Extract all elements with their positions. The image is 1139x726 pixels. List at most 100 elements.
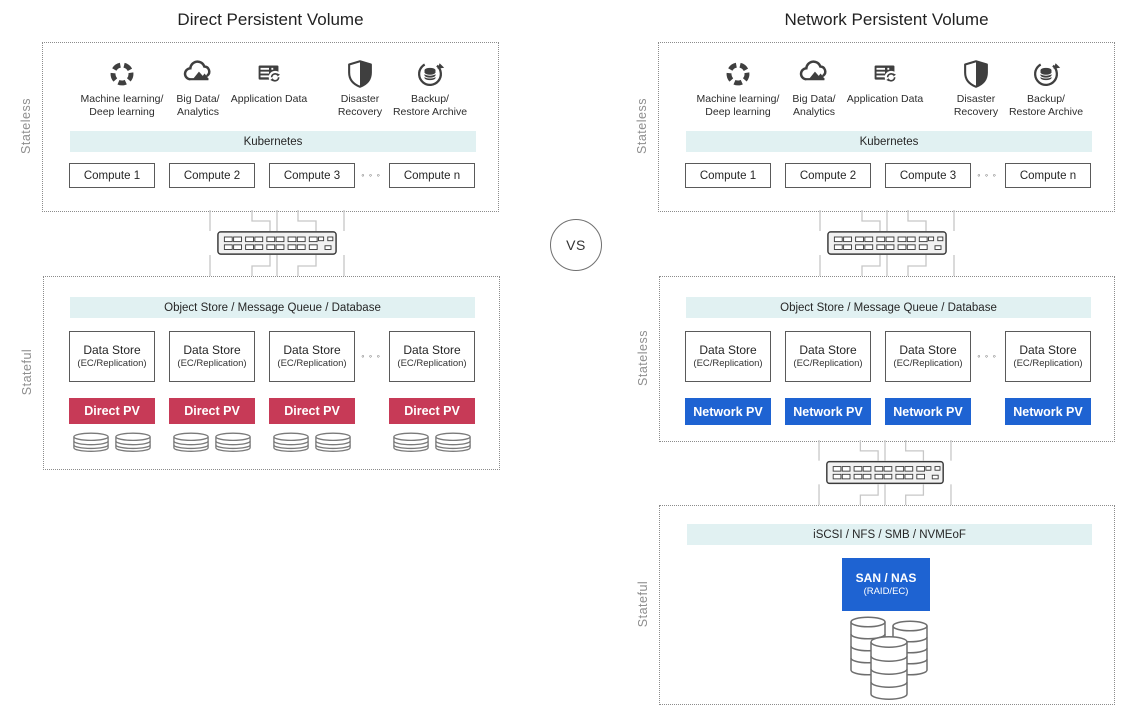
- ellipsis-dots: ◦ ◦ ◦: [361, 351, 381, 361]
- right-diagram-title: Network Persistent Volume: [784, 10, 989, 29]
- data-store-title: Data Store: [799, 342, 857, 357]
- disk-icon: [392, 431, 430, 453]
- database-stack-icon: [841, 612, 935, 706]
- right-stateful-label: Stateful: [636, 580, 650, 628]
- left-stateless-label: Stateless: [19, 98, 33, 154]
- san-nas-title: SAN / NAS: [855, 571, 917, 585]
- compute-node: Compute 1: [685, 163, 771, 188]
- san-nas-node: SAN / NAS (RAID/EC): [842, 558, 930, 611]
- direct-pv-chip: Direct PV: [389, 398, 475, 424]
- compute-node: Compute n: [389, 163, 475, 188]
- machine-learning-icon: [721, 57, 755, 91]
- disk-icon: [314, 431, 352, 453]
- workload-label: Application Data: [846, 93, 924, 105]
- san-nas-subtitle: (RAID/EC): [863, 586, 909, 597]
- workload-label: Machine learning/ Deep learning: [696, 93, 780, 118]
- protocol-bar: iSCSI / NFS / SMB / NVMEoF: [687, 524, 1092, 545]
- data-store-node: Data Store (EC/Replication): [685, 331, 771, 382]
- workload-machine-learning: Machine learning/ Deep learning: [683, 57, 793, 119]
- workload-label: Big Data/ Analytics: [176, 93, 220, 118]
- data-store-subtitle: (EC/Replication): [693, 357, 763, 369]
- workload-machine-learning: Machine learning/ Deep learning: [67, 57, 177, 119]
- data-store-subtitle: (EC/Replication): [277, 357, 347, 369]
- network-switch-icon: [812, 210, 962, 276]
- compute-node: Compute 2: [785, 163, 871, 188]
- workload-label: Disaster Recovery: [337, 93, 383, 118]
- application-data-icon: [252, 57, 286, 91]
- data-store-node: Data Store (EC/Replication): [269, 331, 355, 382]
- data-store-node: Data Store (EC/Replication): [885, 331, 971, 382]
- workload-disaster-recovery: Disaster Recovery: [921, 57, 1031, 119]
- left-diagram-title: Direct Persistent Volume: [177, 10, 364, 29]
- disk-icon: [214, 431, 252, 453]
- workload-disaster-recovery: Disaster Recovery: [305, 57, 415, 119]
- compute-node: Compute 2: [169, 163, 255, 188]
- workload-big-data: Big Data/ Analytics: [759, 57, 869, 119]
- data-store-title: Data Store: [403, 342, 461, 357]
- right-middle-stateless-label: Stateless: [636, 330, 650, 386]
- network-pv-chip: Network PV: [785, 398, 871, 425]
- data-store-title: Data Store: [283, 342, 341, 357]
- data-store-node: Data Store (EC/Replication): [785, 331, 871, 382]
- vs-badge: VS: [550, 219, 602, 271]
- data-store-node: Data Store (EC/Replication): [69, 331, 155, 382]
- data-store-subtitle: (EC/Replication): [177, 357, 247, 369]
- workload-label: Backup/ Restore Archive: [1008, 93, 1084, 118]
- workload-backup-restore: Backup/ Restore Archive: [991, 57, 1101, 119]
- data-store-subtitle: (EC/Replication): [1013, 357, 1083, 369]
- backup-restore-archive-icon: [413, 57, 447, 91]
- data-store-node: Data Store (EC/Replication): [389, 331, 475, 382]
- object-store-bar: Object Store / Message Queue / Database: [70, 297, 475, 318]
- left-stateful-label: Stateful: [20, 348, 34, 396]
- network-pv-chip: Network PV: [1005, 398, 1091, 425]
- compute-node: Compute 3: [885, 163, 971, 188]
- network-switch-icon: [202, 210, 352, 276]
- network-pv-chip: Network PV: [685, 398, 771, 425]
- disaster-recovery-icon: [959, 57, 993, 91]
- network-pv-chip: Network PV: [885, 398, 971, 425]
- workload-big-data: Big Data/ Analytics: [143, 57, 253, 119]
- compute-node: Compute n: [1005, 163, 1091, 188]
- workload-label: Machine learning/ Deep learning: [80, 93, 164, 118]
- big-data-analytics-icon: [181, 57, 215, 91]
- network-switch-icon: [810, 440, 960, 505]
- kubernetes-bar: Kubernetes: [70, 131, 476, 152]
- ellipsis-dots: ◦ ◦ ◦: [977, 351, 997, 361]
- workload-application-data: Application Data: [214, 57, 324, 106]
- data-store-title: Data Store: [699, 342, 757, 357]
- direct-pv-chip: Direct PV: [69, 398, 155, 424]
- workload-label: Application Data: [230, 93, 308, 105]
- compute-node: Compute 1: [69, 163, 155, 188]
- workload-label: Big Data/ Analytics: [792, 93, 836, 118]
- disk-icon: [72, 431, 110, 453]
- data-store-title: Data Store: [83, 342, 141, 357]
- data-store-subtitle: (EC/Replication): [77, 357, 147, 369]
- data-store-node: Data Store (EC/Replication): [169, 331, 255, 382]
- data-store-subtitle: (EC/Replication): [397, 357, 467, 369]
- disaster-recovery-icon: [343, 57, 377, 91]
- workload-label: Disaster Recovery: [953, 93, 999, 118]
- big-data-analytics-icon: [797, 57, 831, 91]
- disk-icon: [172, 431, 210, 453]
- data-store-subtitle: (EC/Replication): [893, 357, 963, 369]
- backup-restore-archive-icon: [1029, 57, 1063, 91]
- direct-pv-chip: Direct PV: [269, 398, 355, 424]
- object-store-bar: Object Store / Message Queue / Database: [686, 297, 1091, 318]
- data-store-subtitle: (EC/Replication): [793, 357, 863, 369]
- kubernetes-bar: Kubernetes: [686, 131, 1092, 152]
- application-data-icon: [868, 57, 902, 91]
- disk-icon: [114, 431, 152, 453]
- disk-icon: [434, 431, 472, 453]
- right-stateless-label: Stateless: [635, 98, 649, 154]
- ellipsis-dots: ◦ ◦ ◦: [977, 170, 997, 180]
- disk-icon: [272, 431, 310, 453]
- workload-label: Backup/ Restore Archive: [392, 93, 468, 118]
- ellipsis-dots: ◦ ◦ ◦: [361, 170, 381, 180]
- workload-backup-restore: Backup/ Restore Archive: [375, 57, 485, 119]
- data-store-title: Data Store: [899, 342, 957, 357]
- direct-pv-chip: Direct PV: [169, 398, 255, 424]
- data-store-title: Data Store: [183, 342, 241, 357]
- compute-node: Compute 3: [269, 163, 355, 188]
- workload-application-data: Application Data: [830, 57, 940, 106]
